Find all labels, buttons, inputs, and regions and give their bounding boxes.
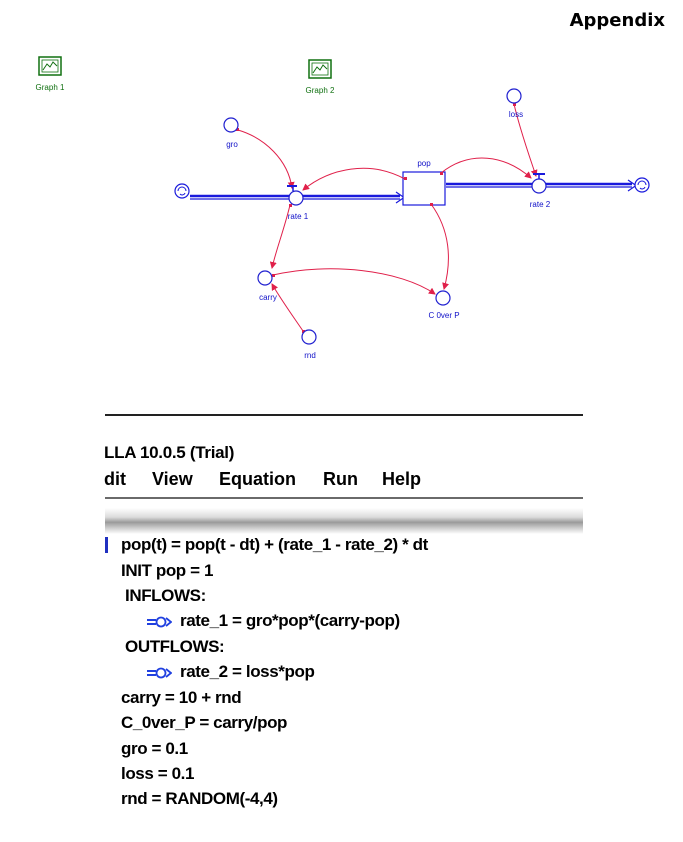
rnd-converter[interactable]: rnd — [301, 329, 317, 360]
connectors — [237, 103, 538, 332]
equation-line[interactable]: pop(t) = pop(t - dt) + (rate_1 - rate_2)… — [121, 535, 428, 554]
equation-line[interactable]: loss = 0.1 — [121, 764, 195, 783]
menu-run[interactable]: Run — [323, 469, 358, 489]
equation-line[interactable]: carry = 10 + rnd — [121, 688, 242, 707]
rate-1-label: rate 1 — [288, 212, 309, 221]
gro-label: gro — [226, 140, 238, 149]
loss-label: loss — [509, 110, 523, 119]
rate-1-flow-valve[interactable]: rate 1 — [287, 185, 309, 221]
flow-icon — [147, 667, 172, 678]
carry-label: carry — [259, 293, 277, 302]
equation-line[interactable]: C_0ver_P = carry/pop — [121, 713, 288, 732]
connector-dots — [236, 103, 516, 333]
equation-line[interactable]: rnd = RANDOM(-4,4) — [121, 789, 278, 808]
rate-2-label: rate 2 — [530, 200, 551, 209]
c-over-p-label: C 0ver P — [428, 311, 459, 320]
c-over-p-converter[interactable]: C 0ver P — [428, 290, 460, 320]
graph-2-icon[interactable]: Graph 2 — [306, 59, 335, 95]
equation-line[interactable]: gro = 0.1 — [121, 739, 188, 758]
outflows-heading: OUTFLOWS: — [125, 637, 225, 656]
inflows-heading: INFLOWS: — [125, 586, 206, 605]
rate-2-equation: rate_2 = loss*pop — [180, 662, 315, 681]
window-top-border — [105, 414, 583, 416]
appendix-heading: Appendix — [569, 10, 665, 31]
menu-view[interactable]: View — [152, 469, 193, 489]
flow-icon — [147, 616, 172, 627]
menu-help[interactable]: Help — [382, 469, 422, 489]
pop-label: pop — [417, 159, 431, 168]
rate-1-equation: rate_1 = gro*pop*(carry-pop) — [180, 611, 400, 630]
equation-line[interactable]: rate_1 = gro*pop*(carry-pop) — [146, 611, 400, 631]
equation-window: ELLA 10.0.5 (Trial) dit View Equation Ru… — [104, 414, 583, 834]
rate-2-flow-valve[interactable]: rate 2 — [530, 173, 551, 209]
carry-converter[interactable]: carry — [257, 270, 277, 302]
toolbar-strip — [105, 508, 583, 534]
sink-cloud-icon[interactable] — [634, 177, 650, 193]
graph-1-label: Graph 1 — [36, 83, 65, 92]
window-title: ELLA 10.0.5 (Trial) — [93, 443, 235, 462]
pop-stock[interactable]: pop — [402, 159, 446, 206]
graph-2-label: Graph 2 — [306, 86, 335, 95]
graph-1-icon[interactable]: Graph 1 — [36, 56, 65, 92]
menu-separator — [105, 497, 583, 499]
loss-converter[interactable]: loss — [506, 88, 523, 119]
equation-line[interactable]: rate_2 = loss*pop — [146, 662, 315, 682]
gro-converter[interactable]: gro — [223, 117, 239, 149]
menu-edit[interactable]: dit — [104, 469, 126, 489]
source-cloud-icon[interactable] — [174, 183, 190, 199]
menu-bar: dit View Equation Run Help — [104, 469, 583, 495]
stock-flow-diagram: Graph 1 Graph 2 pop — [36, 56, 650, 360]
selection-marker — [105, 537, 108, 553]
rnd-label: rnd — [304, 351, 316, 360]
menu-equation[interactable]: Equation — [219, 469, 296, 489]
equation-line[interactable]: INIT pop = 1 — [121, 561, 214, 580]
